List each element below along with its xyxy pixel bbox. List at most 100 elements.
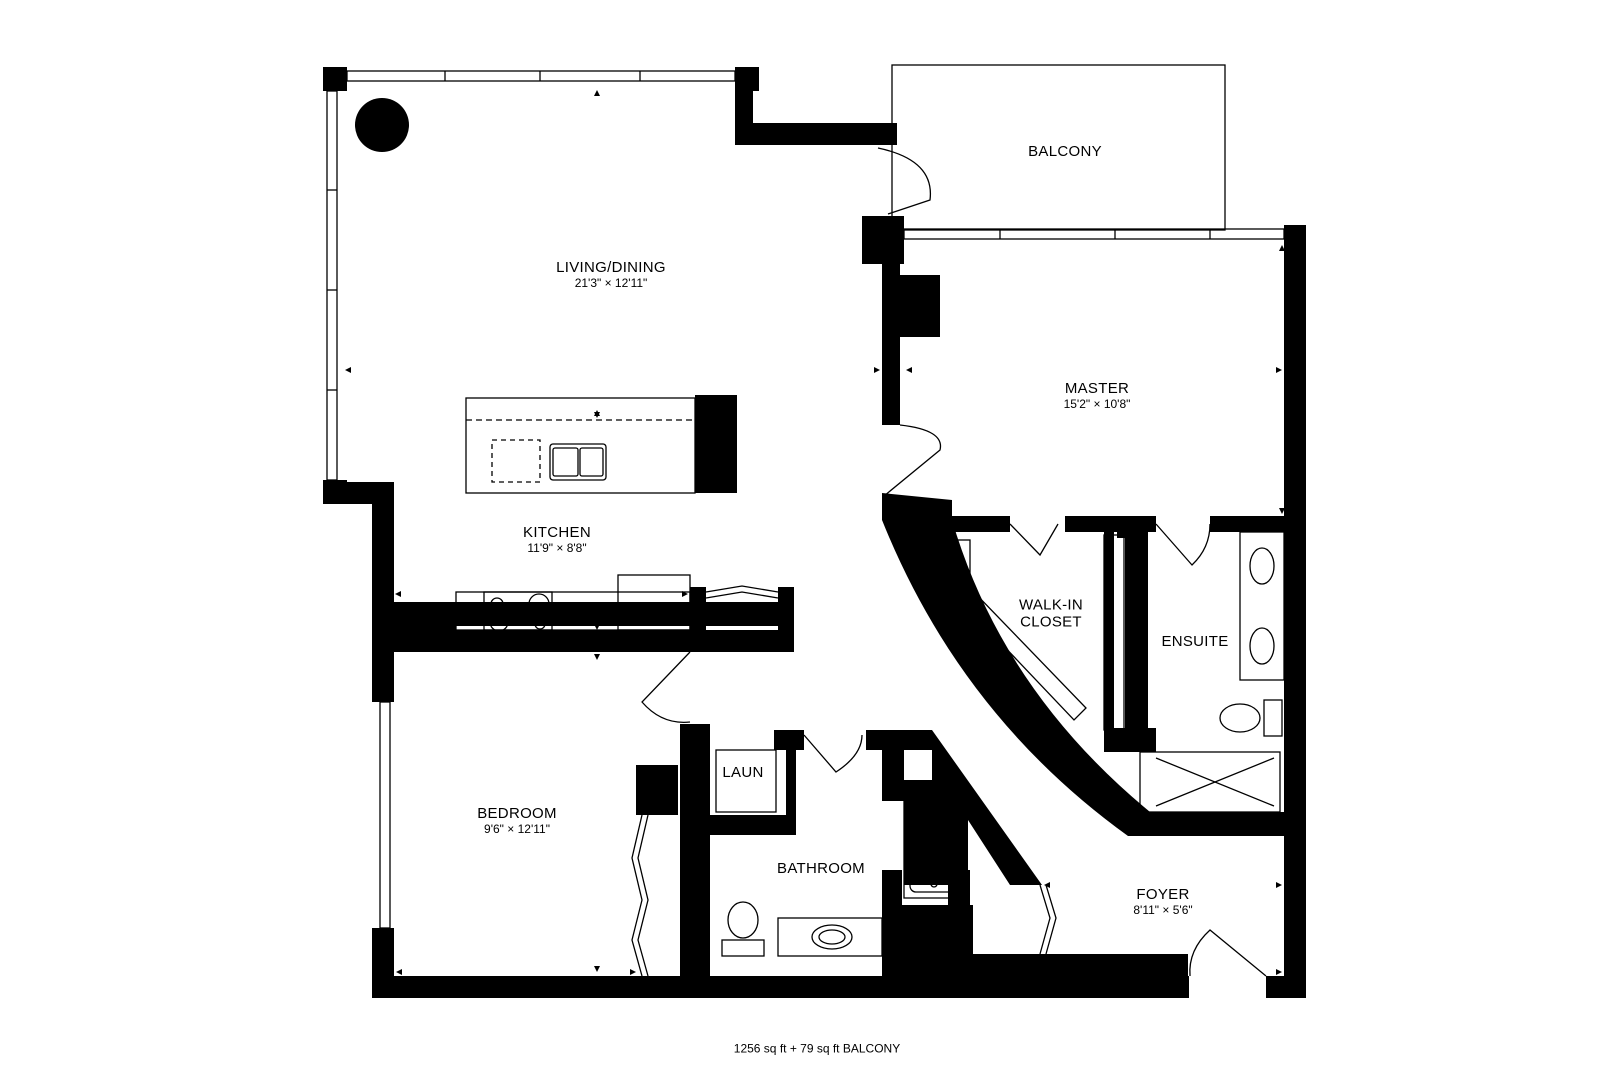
shelf	[951, 539, 971, 593]
bathtub-inner	[909, 797, 959, 893]
burner	[534, 618, 546, 630]
wall	[948, 870, 970, 960]
room-name: ENSUITE	[1161, 632, 1229, 650]
wall	[1104, 728, 1156, 752]
shower-drain-line	[1155, 757, 1275, 807]
window	[903, 228, 1285, 240]
vanity	[777, 917, 883, 957]
dimension-marker	[1276, 882, 1282, 888]
wall	[680, 724, 710, 976]
room-dimensions: 11'9" × 8'8"	[527, 540, 587, 555]
walls	[323, 67, 1306, 998]
balcony-outline	[891, 64, 1226, 231]
room-name-line1: WALK-IN	[1018, 596, 1084, 614]
wall	[1138, 532, 1148, 752]
room-dimensions: 9'6" × 12'11"	[484, 821, 550, 836]
area-caption: 1256 sq ft + 79 sq ft BALCONY	[733, 1041, 901, 1056]
room-name: BATHROOM	[777, 859, 865, 877]
outlines	[326, 64, 1285, 977]
wall	[950, 516, 1010, 532]
room-dimensions: 21'3" × 12'11"	[574, 275, 648, 290]
room-foyer: FOYER 8'11" × 5'6"	[1133, 887, 1192, 917]
wall	[323, 67, 347, 91]
door-swing	[705, 585, 779, 593]
wall	[1150, 812, 1284, 836]
room-ensuite: ENSUITE	[1161, 632, 1229, 651]
dimension-marker	[630, 969, 636, 975]
room-laundry: LAUN	[722, 763, 764, 782]
wall	[866, 730, 932, 750]
dimension-marker	[594, 90, 600, 96]
burner	[490, 597, 504, 611]
room-living-dining: LIVING/DINING 21'3" × 12'11"	[556, 260, 666, 290]
sink-basin	[1249, 627, 1275, 665]
wall	[968, 954, 1188, 978]
wall	[882, 746, 904, 801]
sink-basin	[1249, 547, 1275, 585]
closet-door	[1039, 884, 1051, 955]
wall	[710, 815, 796, 835]
wall	[372, 626, 394, 702]
room-dimensions: 15'2" × 10'8"	[1063, 396, 1131, 411]
shelf	[1103, 534, 1125, 731]
dimension-marker	[594, 412, 600, 418]
wall	[735, 123, 897, 145]
door-swing	[883, 424, 942, 497]
room-name: LAUN	[722, 763, 764, 781]
closet-door	[637, 814, 649, 977]
wall	[636, 765, 678, 815]
dimension-marker	[874, 367, 880, 373]
room-balcony: BALCONY	[1028, 143, 1102, 161]
dimension-marker	[682, 591, 688, 597]
room-bedroom: BEDROOM 9'6" × 12'11"	[477, 806, 557, 836]
door-swing	[803, 734, 863, 773]
window	[346, 70, 736, 82]
wall	[1104, 532, 1114, 736]
window	[379, 701, 391, 929]
shower	[1139, 751, 1281, 813]
wall	[786, 730, 796, 835]
room-dimensions: 8'11" × 5'6"	[1133, 902, 1193, 917]
room-bathroom: BATHROOM	[777, 859, 865, 878]
vanity	[1239, 531, 1285, 681]
dimension-marker	[345, 367, 351, 373]
drain	[930, 880, 938, 888]
curved-wall	[882, 493, 1150, 836]
stove	[483, 591, 553, 631]
sink-basin	[818, 929, 846, 945]
toilet-bowl	[1219, 703, 1261, 733]
burner	[528, 593, 550, 615]
wall	[882, 240, 900, 425]
dimension-marker	[396, 969, 402, 975]
door-swing	[641, 651, 691, 723]
toilet-bowl	[727, 901, 759, 939]
sink-basin	[579, 447, 604, 477]
dimension-marker	[594, 624, 600, 630]
sink	[549, 443, 607, 481]
dishwasher	[491, 439, 541, 483]
dimension-markers	[345, 90, 1285, 975]
dimension-marker	[1279, 245, 1285, 251]
dimension-marker	[1044, 882, 1050, 888]
toilet-tank	[1263, 699, 1283, 737]
toilet-tank	[721, 939, 765, 957]
shelf	[959, 589, 1087, 721]
wall	[372, 976, 1189, 998]
kitchen-island	[465, 397, 696, 494]
closet-door	[1045, 884, 1057, 955]
wall	[904, 730, 1042, 885]
dimension-marker	[594, 966, 600, 972]
wall	[695, 395, 737, 493]
dimension-marker	[1276, 367, 1282, 373]
room-name-line2: CLOSET	[1020, 613, 1082, 630]
door-swing	[705, 591, 779, 599]
dimension-marker	[906, 367, 912, 373]
window	[326, 90, 338, 481]
room-master: MASTER 15'2" × 10'8"	[1064, 381, 1131, 411]
wall	[900, 275, 940, 337]
bathtub	[903, 791, 965, 899]
room-name: BEDROOM	[477, 805, 557, 823]
dimension-marker	[395, 591, 401, 597]
laundry-machine	[715, 749, 777, 813]
